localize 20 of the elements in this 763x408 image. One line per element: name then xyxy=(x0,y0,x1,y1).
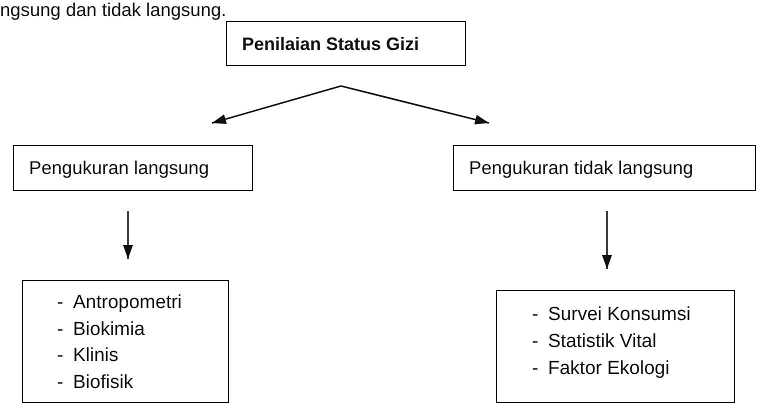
list-box xyxy=(22,280,229,403)
list-item: - Survei Konsumsi xyxy=(532,303,692,327)
process-box xyxy=(453,145,756,191)
list-item: - Statistik Vital xyxy=(532,330,658,354)
arrow xyxy=(340,85,490,124)
process-box xyxy=(13,145,253,191)
list-item: - Antropometri xyxy=(57,291,183,315)
box-label: Pengukuran tidak langsung xyxy=(469,157,694,179)
process-box xyxy=(226,21,466,66)
arrow xyxy=(123,211,133,259)
arrow xyxy=(212,85,342,124)
arrow xyxy=(602,211,612,269)
list-item: - Biofisik xyxy=(57,370,134,394)
box-label: Pengukuran langsung xyxy=(29,157,210,179)
list-item: - Faktor Ekologi xyxy=(532,357,670,381)
box-label: Penilaian Status Gizi xyxy=(242,32,420,54)
list-box xyxy=(496,290,735,403)
text-fragment: ngsung dan tidak langsung. xyxy=(0,0,226,19)
list-item: - Klinis xyxy=(57,344,120,368)
list-item: - Biokimia xyxy=(57,318,146,342)
